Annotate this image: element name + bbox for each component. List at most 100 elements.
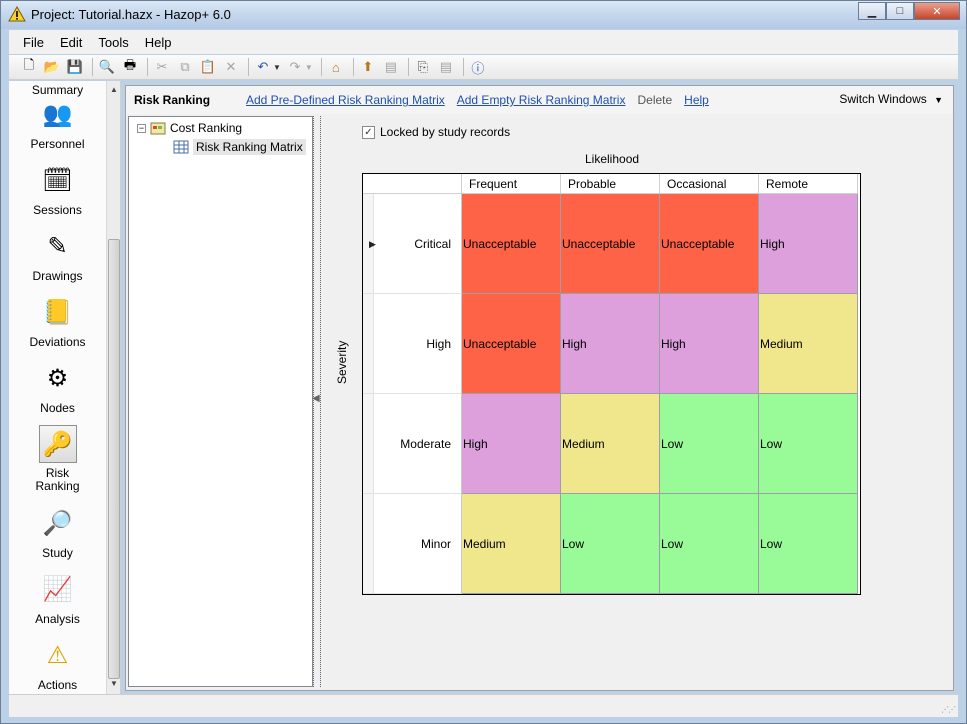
matrix-cell[interactable]: High [561, 294, 660, 394]
import-icon[interactable]: ⌂ [331, 59, 340, 75]
tree-node-risk-ranking-matrix[interactable]: Risk Ranking Matrix [173, 139, 306, 155]
maximize-button[interactable]: □ [886, 2, 914, 20]
warning-app-icon [8, 6, 26, 22]
matrix-cell-value: Low [760, 437, 783, 451]
matrix-cell[interactable]: High [462, 394, 561, 494]
new-icon[interactable]: 🗋 [23, 57, 35, 72]
report-icon[interactable]: ⎘ [417, 59, 429, 74]
personnel-icon: 👥 [42, 100, 73, 128]
menu-edit[interactable]: Edit [59, 34, 83, 50]
row-indicator [363, 194, 374, 293]
matrix-cell[interactable]: Low [660, 494, 759, 594]
print-preview-icon[interactable]: 🔍 [98, 59, 116, 74]
nav-item-drawings[interactable]: ✎ Drawings [9, 227, 106, 284]
tree-node-label: Risk Ranking Matrix [193, 139, 306, 155]
nav-item-risk-ranking[interactable]: 🔑 Risk Ranking [9, 425, 106, 493]
analysis-icon: 📈 [42, 575, 73, 603]
matrix-cell[interactable]: Medium [561, 394, 660, 494]
title-bar[interactable]: Project: Tutorial.hazx - Hazop+ 6.0 ▁ □ … [1, 1, 966, 29]
locked-checkbox[interactable]: ✓ [362, 125, 375, 139]
panel-splitter[interactable]: ◀ [312, 116, 321, 687]
matrix-cell[interactable]: High [660, 294, 759, 394]
matrix-cell[interactable]: High [759, 194, 858, 294]
minimize-button[interactable]: ▁ [858, 2, 886, 20]
switch-windows-button[interactable]: Switch Windows ▼ [839, 92, 943, 106]
row-indicator [363, 494, 374, 593]
nodes-icon: ⚙ [46, 364, 69, 392]
matrix-cell-value: Medium [463, 537, 506, 551]
scroll-up-icon[interactable]: ▲ [110, 85, 118, 94]
matrix-cell[interactable]: Unacceptable [660, 194, 759, 294]
toolbar-separator [352, 58, 354, 76]
matrix-column-header: Occasional [660, 174, 759, 194]
save-icon[interactable]: 💾 [66, 59, 84, 74]
print-icon[interactable]: 🖶 [123, 57, 137, 72]
open-icon[interactable]: 📂 [43, 59, 61, 74]
nav-scrollbar[interactable]: ▲ ▼ [106, 81, 120, 694]
chevron-left-icon[interactable]: ◀ [312, 393, 320, 404]
left-navigation: 📄 Summary 👥 Personnel 🗓 Sessions ✎ Drawi… [9, 81, 121, 694]
menu-file[interactable]: File [23, 34, 44, 50]
add-predefined-matrix-link[interactable]: Add Pre-Defined Risk Ranking Matrix [246, 93, 445, 107]
nav-item-analysis[interactable]: 📈 Analysis [9, 570, 106, 627]
matrix-cell[interactable]: Low [561, 494, 660, 594]
copy-icon[interactable]: ⧉ [180, 59, 190, 74]
minimize-icon: ▁ [867, 5, 877, 18]
checkmark-icon: ✓ [364, 126, 373, 138]
matrix-cell[interactable]: Medium [759, 294, 858, 394]
toolbar-separator [407, 58, 409, 76]
matrix-row-label: High [426, 337, 451, 351]
nav-item-actions[interactable]: ⚠ Actions [9, 636, 106, 693]
delete-link[interactable]: Delete [637, 93, 673, 107]
toolbar-separator [462, 58, 464, 76]
locked-checkbox-row[interactable]: ✓ Locked by study records [362, 125, 510, 139]
nav-item-label: Analysis [35, 612, 80, 626]
matrix-cell[interactable]: Low [759, 494, 858, 594]
nav-item-summary[interactable]: 📄 Summary [9, 81, 106, 97]
matrix-row-header[interactable]: Minor [363, 494, 462, 594]
scroll-down-icon[interactable]: ▼ [110, 679, 118, 688]
export-disabled-icon[interactable]: ▤ [384, 59, 397, 74]
undo-icon[interactable]: ↶ [257, 59, 269, 74]
matrix-cell[interactable]: Low [660, 394, 759, 494]
undo-dropdown-icon[interactable]: ▼ [273, 62, 281, 72]
redo-dropdown-icon[interactable]: ▼ [304, 62, 313, 72]
export-icon[interactable]: ⬆ [362, 59, 374, 74]
menu-tools[interactable]: Tools [98, 34, 129, 50]
matrix-row-header[interactable]: High [363, 294, 462, 394]
locked-label: Locked by study records [380, 125, 511, 139]
matrix-cell[interactable]: Medium [462, 494, 561, 594]
matrix-row-header[interactable]: ▶Critical [363, 194, 462, 294]
nav-item-sessions[interactable]: 🗓 Sessions [9, 161, 106, 218]
nav-item-nodes[interactable]: ⚙ Nodes [9, 359, 106, 416]
tree-node-label: Cost Ranking [170, 121, 243, 135]
nav-item-personnel[interactable]: 👥 Personnel [9, 95, 106, 152]
help-icon[interactable]: ⓘ [471, 60, 485, 76]
matrix-cell-value: Low [562, 537, 585, 551]
cut-icon[interactable]: ✂ [156, 59, 168, 74]
menu-bar: File Edit Tools Help [9, 30, 958, 54]
menu-help[interactable]: Help [144, 34, 172, 50]
report-disabled-icon[interactable]: ▤ [439, 59, 452, 74]
toolbar: 🗋 📂 💾 🔍 🖶 ✂ ⧉ 📋 ✕ ↶ ▼ ↷ ▼ ⌂ ⬆ ▤ ⎘ ▤ ⓘ [9, 55, 958, 80]
matrix-cell[interactable]: Unacceptable [462, 194, 561, 294]
redo-icon[interactable]: ↷ [289, 59, 301, 74]
nav-item-study[interactable]: 🔎 Study [9, 504, 106, 561]
nav-item-label: Summary [31, 83, 84, 97]
delete-icon[interactable]: ✕ [225, 59, 237, 74]
collapse-icon[interactable]: − [137, 122, 146, 133]
add-empty-matrix-link[interactable]: Add Empty Risk Ranking Matrix [456, 93, 626, 107]
resize-grip-icon[interactable]: ⋰⋰ [941, 705, 956, 714]
matrix-row-header[interactable]: Moderate [363, 394, 462, 494]
close-button[interactable]: ✕ [914, 2, 960, 20]
panel-header: Risk Ranking Add Pre-Defined Risk Rankin… [126, 86, 953, 114]
matrix-cell[interactable]: Low [759, 394, 858, 494]
tree-node-cost-ranking[interactable]: − Cost Ranking [137, 121, 242, 135]
scrollbar-thumb[interactable] [108, 239, 120, 679]
matrix-cell[interactable]: Unacceptable [462, 294, 561, 394]
matrix-cell[interactable]: Unacceptable [561, 194, 660, 294]
help-link[interactable]: Help [684, 93, 709, 107]
nav-item-deviations[interactable]: 📒 Deviations [9, 293, 106, 350]
paste-icon[interactable]: 📋 [199, 59, 217, 74]
